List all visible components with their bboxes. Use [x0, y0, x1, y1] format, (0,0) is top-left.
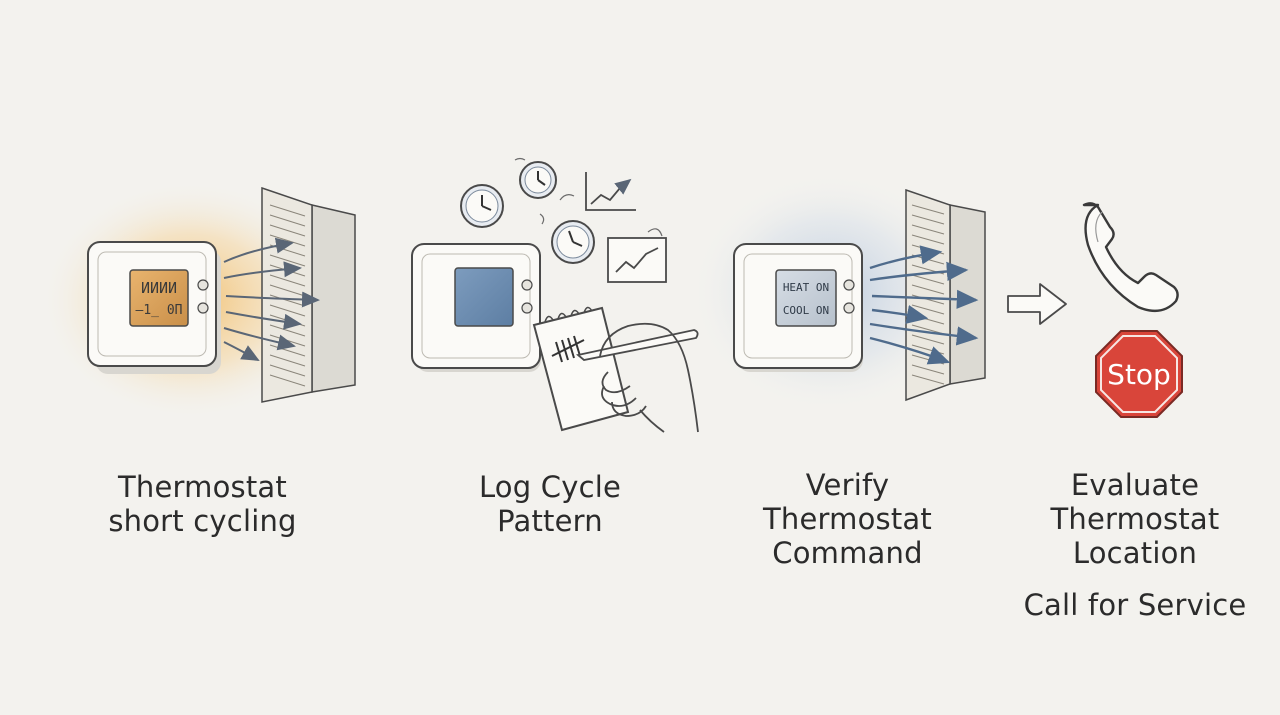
vent-panel-icon — [905, 188, 986, 402]
trend-chart-icon — [607, 228, 667, 283]
step-4-illustration: Stop — [1082, 202, 1183, 418]
step-3-illustration: HEAT ON COOL ON — [690, 172, 1067, 412]
thermostat-icon — [411, 243, 541, 372]
button-down-icon — [521, 302, 533, 314]
clock-icon — [551, 220, 595, 264]
clock-icon — [519, 161, 557, 199]
stop-label: Stop — [1107, 358, 1171, 391]
call-for-service-caption: Call for Service — [1000, 588, 1270, 622]
thermostat-icon: ИИИИ –1_ 0П — [87, 241, 221, 374]
caption-line: Verify — [805, 468, 890, 502]
notepad-icon — [532, 306, 630, 432]
button-up-icon — [197, 279, 209, 291]
caption-line: Thermostat — [118, 470, 287, 504]
lcd-screen — [129, 269, 189, 327]
lcd-screen — [775, 269, 837, 327]
lcd-line-1: ИИИИ — [141, 279, 177, 297]
hand-with-pen-icon — [576, 322, 699, 433]
caption-line: Evaluate — [1070, 468, 1200, 502]
step-1-caption: Thermostat short cycling — [70, 470, 335, 538]
clock-icon — [460, 184, 504, 228]
lcd-line-2: –1_ 0П — [136, 303, 183, 318]
step-3-caption: Verify Thermostat Command — [720, 468, 975, 570]
lcd-cool-on: COOL ON — [783, 304, 829, 317]
caption-line: Command — [772, 536, 923, 570]
lcd-heat-on: HEAT ON — [783, 281, 829, 294]
next-step-arrow-icon — [1007, 283, 1067, 325]
button-down-icon — [197, 302, 209, 314]
step-1-illustration: ИИИИ –1_ 0П — [40, 180, 356, 420]
lcd-screen — [454, 267, 514, 327]
vent-panel-icon — [261, 186, 356, 403]
step-2-illustration — [411, 157, 699, 433]
trend-chart-icon — [585, 172, 636, 211]
tally-marks-icon — [551, 335, 585, 363]
caption-line: Thermostat — [1050, 502, 1220, 536]
caption-line: Log Cycle — [478, 470, 622, 504]
caption-line: Pattern — [497, 504, 603, 538]
phone-icon — [1082, 202, 1179, 313]
step-4-caption: Evaluate Thermostat Location — [1010, 468, 1260, 570]
thermostat-icon: HEAT ON COOL ON — [733, 243, 863, 372]
airflow-arrows — [223, 237, 320, 361]
caption-line: short cycling — [108, 504, 297, 538]
button-down-icon — [843, 302, 855, 314]
step-2-caption: Log Cycle Pattern — [420, 470, 680, 538]
button-up-icon — [843, 279, 855, 291]
caption-line: Call for Service — [1023, 588, 1247, 622]
button-up-icon — [521, 279, 533, 291]
airflow-arrows — [869, 245, 979, 365]
caption-line: Thermostat — [763, 502, 932, 536]
stop-sign-icon: Stop — [1095, 330, 1183, 418]
caption-line: Location — [1072, 536, 1198, 570]
